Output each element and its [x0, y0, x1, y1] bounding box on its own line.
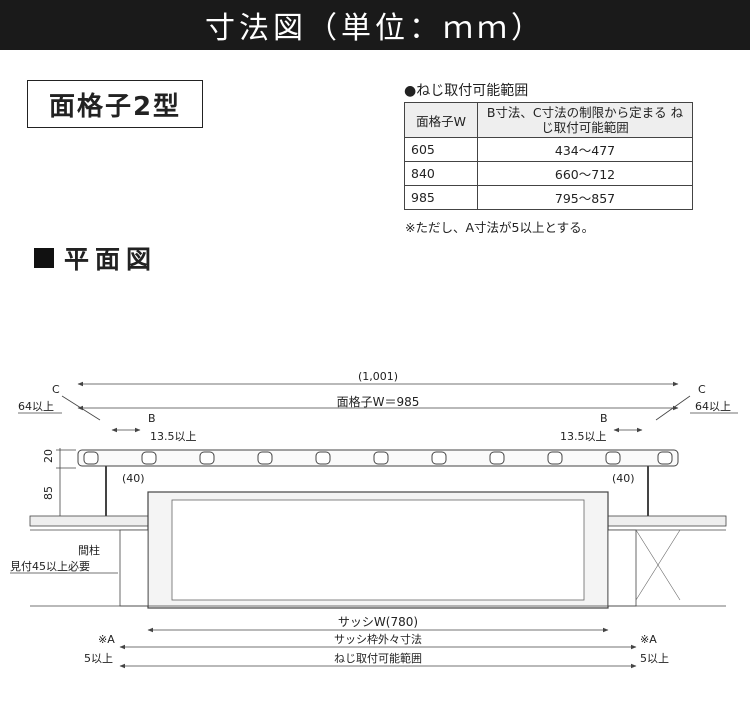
- grille-slats: [83, 451, 673, 465]
- stud-right-x2: [635, 529, 681, 601]
- dim-h85: 85: [42, 486, 55, 500]
- model-label-box: 面格子2型: [27, 80, 203, 128]
- range-table: 面格子W B寸法、C寸法の制限から定まる ねじ取付可能範囲 605 434〜47…: [404, 102, 693, 210]
- c-leader-right-diag: [655, 395, 691, 421]
- c-value-right: 64以上: [695, 400, 731, 413]
- plan-drawing: (1,001) 面格子W＝985 C 64以上 C 64以上 B 13.5以上 …: [10, 370, 738, 669]
- dim-total: (1,001): [358, 370, 398, 383]
- header-title: 寸法図（単位：ｍｍ）: [205, 11, 545, 46]
- range-header-range: B寸法、C寸法の制限から定まる ねじ取付可能範囲: [477, 102, 693, 138]
- square-icon: [34, 248, 54, 268]
- row-w: 605: [404, 137, 478, 162]
- table-row: 840 660〜712: [404, 161, 693, 186]
- b-value-left: 13.5以上: [150, 430, 197, 443]
- sash-glass: [171, 499, 585, 601]
- row-w: 840: [404, 161, 478, 186]
- c-label-right: C: [698, 383, 706, 396]
- wall-band-right: [607, 515, 727, 527]
- c-label-left: C: [52, 383, 60, 396]
- mabashira-label: 間柱: [78, 543, 100, 557]
- b-label-right: B: [600, 412, 608, 425]
- section-title: 平面図: [34, 240, 157, 276]
- model-label: 面格子2型: [48, 91, 182, 122]
- range-note: ※ただし、A寸法が5以上とする。: [405, 220, 595, 235]
- range-title: ●ねじ取付可能範囲: [404, 83, 529, 99]
- table-row: 605 434〜477: [404, 137, 693, 162]
- row-range: 434〜477: [477, 137, 693, 162]
- a-label-right: ※A: [640, 633, 657, 646]
- wall-band-left: [29, 515, 149, 527]
- row-range: 795〜857: [477, 185, 693, 210]
- sash-outer: サッシ枠外々寸法: [334, 632, 422, 646]
- a-value-left: 5以上: [84, 652, 113, 665]
- gap40-left: (40): [122, 472, 145, 485]
- b-label-left: B: [148, 412, 156, 425]
- section-title-text: 平面図: [64, 245, 158, 274]
- stud-left: [119, 529, 149, 607]
- range-header-w: 面格子W: [404, 102, 478, 138]
- b-value-right: 13.5以上: [560, 430, 607, 443]
- a-value-right: 5以上: [640, 652, 669, 665]
- gap40-right: (40): [612, 472, 635, 485]
- a-label-left: ※A: [98, 633, 115, 646]
- stud-right: [607, 529, 637, 607]
- sash-w: サッシW(780): [338, 615, 418, 629]
- mitsuke-label: 見付45以上必要: [10, 560, 90, 573]
- table-row: 985 795〜857: [404, 185, 693, 210]
- row-w: 985: [404, 185, 478, 210]
- row-range: 660〜712: [477, 161, 693, 186]
- c-value-left: 64以上: [18, 400, 54, 413]
- dim-grille-w: 面格子W＝985: [337, 394, 420, 409]
- c-leader-left-diag: [61, 395, 101, 421]
- dim-h20: 20: [42, 449, 55, 463]
- range-header-row: 面格子W B寸法、C寸法の制限から定まる ねじ取付可能範囲: [404, 102, 693, 138]
- page-header: 寸法図（単位：ｍｍ）: [0, 0, 750, 50]
- screw-range: ねじ取付可能範囲: [334, 651, 422, 665]
